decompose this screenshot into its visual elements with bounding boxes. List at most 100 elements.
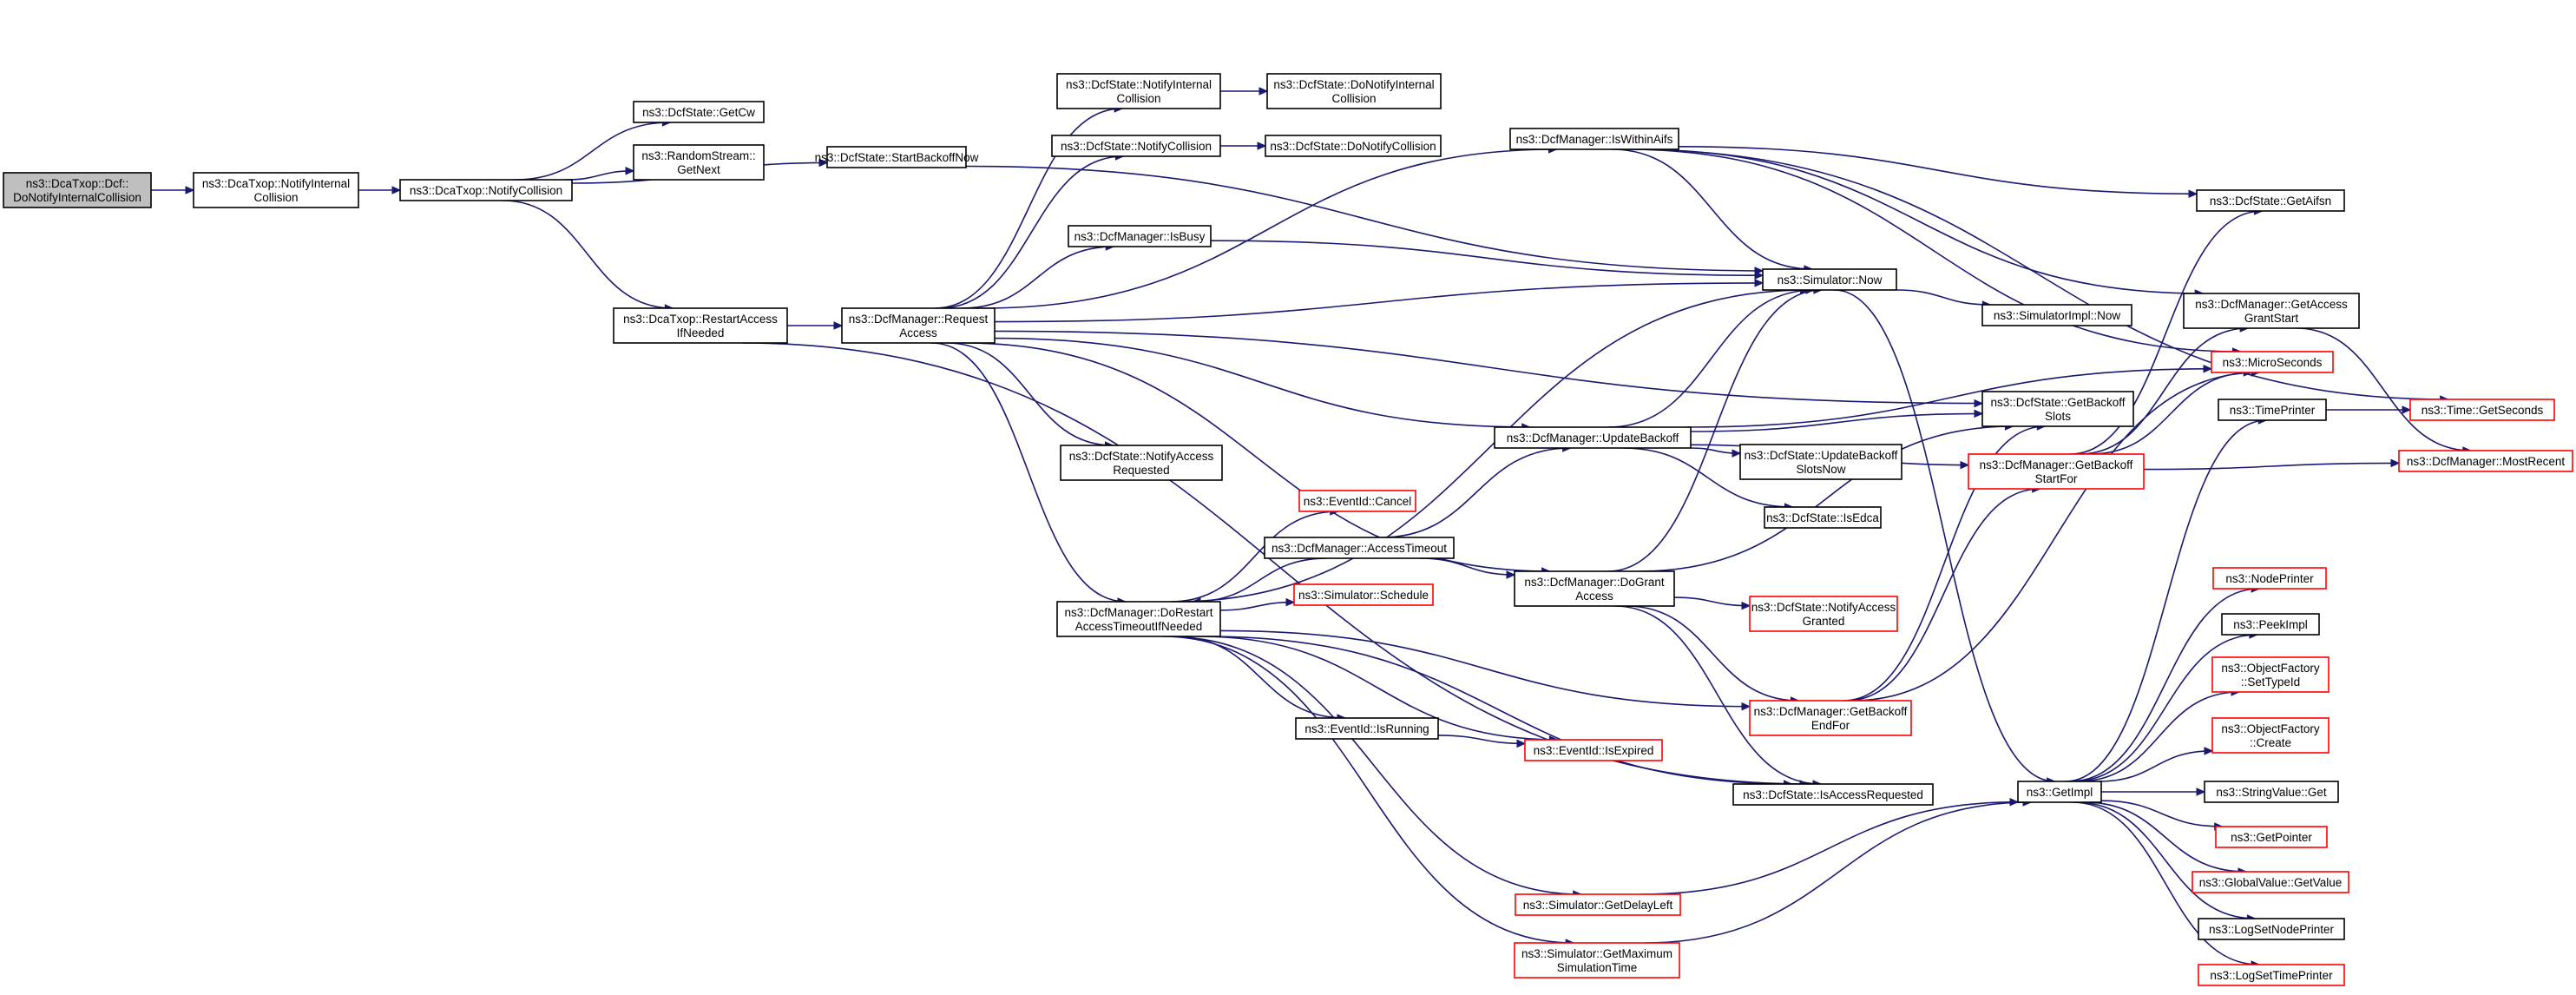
node-label: StartFor [2035,472,2078,485]
edge-notify-collision-to-restart-access [502,200,674,309]
node-label: Access [1575,590,1613,603]
node-do-restart-timeout[interactable]: ns3::DcfManager::DoRestartAccessTimeoutI… [1056,601,1221,637]
node-global-value-get[interactable]: ns3::GlobalValue::GetValue [2192,871,2349,893]
node-st-notify-internal[interactable]: ns3::DcfState::NotifyInternalCollision [1056,73,1221,109]
node-is-within-aifs[interactable]: ns3::DcfManager::IsWithinAifs [1509,128,1679,150]
node-label: SlotsNow [1796,463,1845,476]
node-box [1051,135,1221,157]
node-is-edca[interactable]: ns3::DcfState::IsEdca [1764,506,1882,529]
node-label: Access [899,326,937,339]
node-box [1060,445,1223,481]
edge-do-restart-timeout-to-sim-schedule [1219,601,1295,611]
arrowhead [1258,87,1269,96]
edge-get-impl-to-global-value-get [2083,801,2247,873]
node-get-aifsn[interactable]: ns3::DcfState::GetAifsn [2196,189,2345,212]
edge-request-access-to-st-notify-internal [934,108,1123,309]
node-label: ns3::RandomStream:: [641,149,755,162]
node-get-impl[interactable]: ns3::GetImpl [2017,781,2102,803]
node-label: ::Create [2250,736,2291,749]
edge-do-restart-timeout-to-sim-now [1173,289,1809,603]
node-box [1295,717,1439,740]
node-label: ::SetTypeId [2241,675,2300,689]
node-box [2398,450,2573,472]
node-sim-now[interactable]: ns3::Simulator::Now [1762,268,1897,291]
node-label: ns3::StringValue::Get [2216,786,2327,799]
node-box [841,307,996,344]
node-st-notify-collision[interactable]: ns3::DcfState::NotifyCollision [1051,135,1221,157]
node-label: AccessTimeoutIfNeeded [1075,620,1203,633]
node-most-recent[interactable]: ns3::DcfManager::MostRecent [2398,450,2573,472]
node-notify-internal[interactable]: ns3::DcaTxop::NotifyInternalCollision [193,172,359,208]
node-get-cw[interactable]: ns3::DcfState::GetCw [633,101,765,123]
node-label: ns3::DcaTxop::NotifyCollision [410,184,562,197]
node-access-timeout[interactable]: ns3::DcfManager::AccessTimeout [1264,537,1455,559]
node-time-get-seconds[interactable]: ns3::Time::GetSeconds [2409,399,2555,421]
edge-do-grant-access-to-sim-now [1607,289,1822,572]
node-label: EndFor [1811,719,1850,732]
node-label: ns3::EventId::Cancel [1304,495,1412,508]
node-box [1764,506,1882,529]
node-label: ns3::EventId::IsRunning [1304,722,1429,735]
node-box [2192,871,2349,893]
node-time-printer[interactable]: ns3::TimePrinter [2218,399,2327,421]
node-label: ns3::GetPointer [2231,831,2312,844]
call-edges [150,87,2473,969]
node-label: ns3::EventId::IsExpired [1534,744,1654,757]
node-box [1749,700,1912,736]
node-micro-seconds[interactable]: ns3::MicroSeconds [2211,351,2334,373]
node-notify-collision[interactable]: ns3::DcaTxop::NotifyCollision [399,179,573,201]
node-peek-impl[interactable]: ns3::PeekImpl [2221,613,2320,636]
node-box [3,172,152,208]
edge-get-impl-to-time-printer [2065,419,2267,782]
node-label: ns3::NodePrinter [2225,572,2314,585]
node-set-type-id[interactable]: ns3::ObjectFactory::SetTypeId [2211,656,2330,693]
node-start-backoff-now[interactable]: ns3::DcfState::StartBackoffNow [815,146,979,168]
edge-do-restart-timeout-to-event-is-running [1174,636,1346,719]
node-event-cancel[interactable]: ns3::EventId::Cancel [1298,490,1416,512]
node-log-set-time-printer[interactable]: ns3::LogSetTimePrinter [2198,964,2345,986]
node-sim-impl-now[interactable]: ns3::SimulatorImpl::Now [1981,304,2132,326]
edge-request-access-to-do-grant-access [963,342,1550,572]
node-label: ns3::DcfState::DoNotifyInternal [1273,78,1434,91]
node-label: DoNotifyInternalCollision [13,191,141,204]
edge-update-backoff-to-get-backoff-slots [1690,412,1983,432]
node-event-is-expired[interactable]: ns3::EventId::IsExpired [1524,739,1663,761]
node-st-do-notify-internal[interactable]: ns3::DcfState::DoNotifyInternalCollision [1266,73,1442,109]
node-random-get-next[interactable]: ns3::RandomStream::GetNext [633,144,765,181]
node-st-do-notify-collision[interactable]: ns3::DcfState::DoNotifyCollision [1265,135,1442,157]
node-sim-get-delay-left[interactable]: ns3::Simulator::GetDelayLeft [1515,893,1681,916]
node-log-set-node-printer[interactable]: ns3::LogSetNodePrinter [2198,918,2345,940]
node-label: ns3::DcfManager::MostRecent [2407,455,2566,468]
node-event-is-running[interactable]: ns3::EventId::IsRunning [1295,717,1439,740]
node-label: ns3::LogSetTimePrinter [2210,969,2333,982]
node-string-value-get[interactable]: ns3::StringValue::Get [2204,781,2339,803]
node-is-busy[interactable]: ns3::DcfManager::IsBusy [1068,225,1212,247]
node-of-create[interactable]: ns3::ObjectFactory::Create [2211,717,2330,754]
edge-sim-get-max-time-to-get-impl [1644,801,2032,944]
node-sim-schedule[interactable]: ns3::Simulator::Schedule [1293,583,1434,606]
node-label: ns3::DcfState::UpdateBackoff [1745,449,1898,462]
edge-restart-access-to-is-access-requested [742,342,1809,785]
node-is-access-requested[interactable]: ns3::DcfState::IsAccessRequested [1732,783,1934,806]
edge-get-impl-to-node-printer [2069,588,2260,782]
edge-is-within-aifs-to-get-aifsn [1678,146,2198,195]
edge-do-restart-timeout-to-sim-get-delay-left [1166,636,1581,895]
arrowhead [1974,409,1984,418]
arrowhead [818,158,829,168]
node-update-backoff[interactable]: ns3::DcfManager::UpdateBackoff [1494,426,1692,449]
node-box [1749,596,1898,632]
node-root[interactable]: ns3::DcaTxop::Dcf::DoNotifyInternalColli… [3,172,152,208]
node-get-pointer[interactable]: ns3::GetPointer [2215,826,2328,848]
node-node-printer[interactable]: ns3::NodePrinter [2212,567,2327,590]
